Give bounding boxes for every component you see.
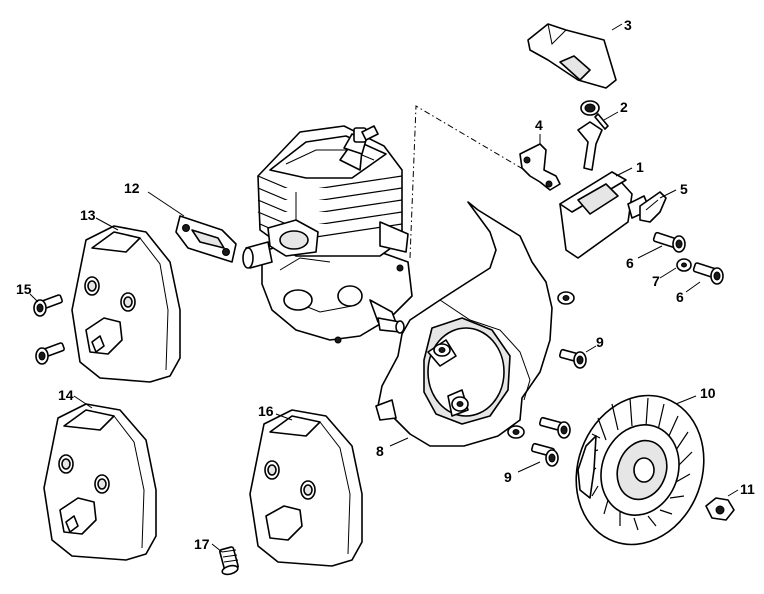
callout-16: 16 xyxy=(258,403,274,419)
callout-6-upper: 6 xyxy=(626,255,634,271)
callout-3: 3 xyxy=(624,17,632,33)
callout-15: 15 xyxy=(16,281,32,297)
callout-5: 5 xyxy=(680,181,688,197)
callout-labels: 3 2 4 1 5 6 7 6 9 8 9 10 11 12 13 14 15 … xyxy=(16,17,755,552)
callout-13: 13 xyxy=(80,207,96,223)
callout-17: 17 xyxy=(194,536,210,552)
callout-9-lower: 9 xyxy=(504,469,512,485)
alignment-line xyxy=(409,105,529,259)
callout-1: 1 xyxy=(636,159,644,175)
part-2-spring-pin xyxy=(580,100,609,130)
part-6-screw-upper xyxy=(652,231,686,253)
part-15-screw-upper xyxy=(33,294,63,317)
part-14-muffler xyxy=(43,403,157,561)
callout-11: 11 xyxy=(740,481,755,497)
callout-4: 4 xyxy=(535,117,543,133)
part-17-fitting xyxy=(219,546,239,576)
part-16-muffler xyxy=(249,409,363,567)
callout-2: 2 xyxy=(620,99,628,115)
part-11-nut xyxy=(705,497,735,521)
part-7-washer xyxy=(676,258,692,272)
part-10-flywheel xyxy=(575,394,705,546)
part-3-cover xyxy=(527,23,617,89)
callout-9-upper: 9 xyxy=(596,334,604,350)
callout-6-lower: 6 xyxy=(676,289,684,305)
part-1-ignition-module xyxy=(559,121,651,259)
part-6-screw-lower xyxy=(692,262,724,285)
callout-12: 12 xyxy=(124,180,140,196)
leader-lines xyxy=(29,23,739,553)
callout-8: 8 xyxy=(376,443,384,459)
part-8-fan-housing xyxy=(375,201,575,447)
part-9-screw-lower xyxy=(530,442,559,467)
part-13-muffler xyxy=(71,225,181,383)
part-9-screw-mid xyxy=(538,416,571,439)
callout-14: 14 xyxy=(58,387,74,403)
part-12-gasket xyxy=(175,215,237,263)
part-9-screw-upper xyxy=(558,348,587,369)
callout-7: 7 xyxy=(652,273,660,289)
part-5-clip xyxy=(639,191,667,223)
engine-cylinder xyxy=(242,125,413,344)
part-4-bracket xyxy=(519,143,561,191)
callout-10: 10 xyxy=(700,385,716,401)
part-15-screw-lower xyxy=(35,342,65,365)
